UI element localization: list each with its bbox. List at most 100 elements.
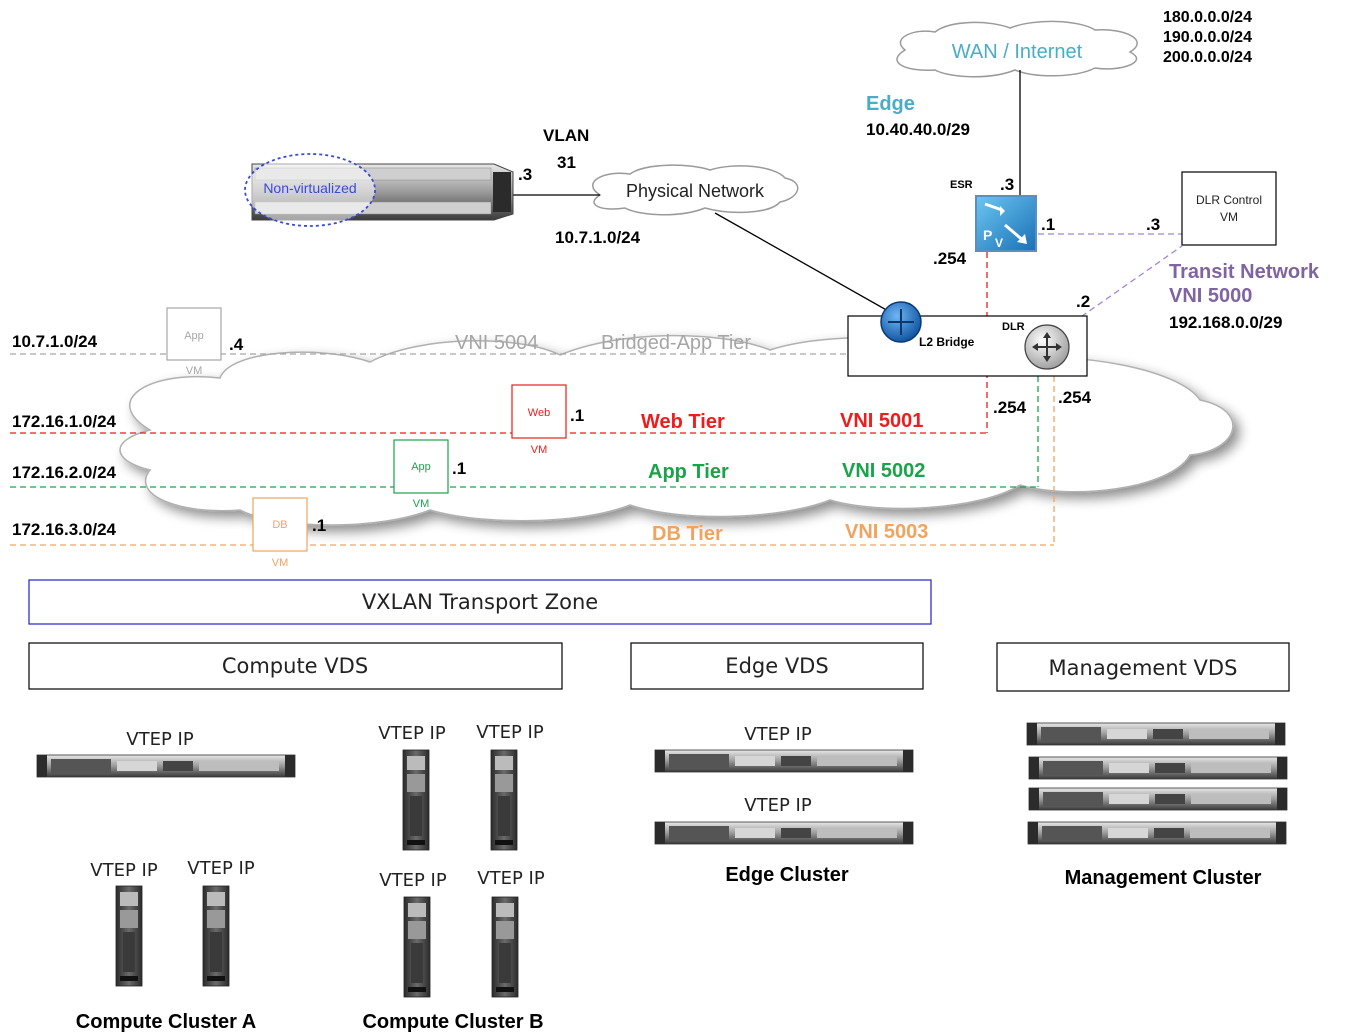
- blade-server: [491, 896, 519, 998]
- segment-bridged-app: 10.7.1.0/24 VNI 5004 Bridged-App Tier Ap…: [12, 307, 751, 377]
- edge-subnet: 10.40.40.0/29: [866, 120, 970, 139]
- dlr-control-vm: DLR Control VM: [1181, 171, 1277, 246]
- vm-ip: .1: [452, 459, 466, 478]
- rack-server: [1028, 787, 1288, 811]
- vm-type: VM: [272, 557, 289, 569]
- vm-type: VM: [531, 444, 548, 456]
- server-label: Non-virtualized: [263, 180, 356, 196]
- server-ip: .3: [518, 165, 532, 184]
- cluster-label-edge: Edge Cluster: [725, 864, 849, 886]
- edge-label: Edge: [866, 93, 915, 115]
- link-transit: [1064, 245, 1183, 329]
- vlan-id: 31: [557, 153, 576, 172]
- vtep-label: VTEP IP: [476, 722, 544, 743]
- segment-subnet: 172.16.1.0/24: [12, 412, 117, 431]
- physical-subnet: 10.7.1.0/24: [555, 228, 641, 247]
- vm-box: [393, 439, 449, 494]
- segment-app: 172.16.2.0/24 App Tier VNI 5002 App VM .…: [12, 439, 925, 510]
- edge-vds-label: Edge VDS: [725, 654, 828, 678]
- compute-vds-label: Compute VDS: [222, 654, 368, 678]
- segment-tier: Bridged-App Tier: [601, 332, 751, 354]
- vtep-label: VTEP IP: [126, 729, 194, 750]
- dlr-box: L2 Bridge DLR: [847, 301, 1088, 377]
- bridge-label: L2 Bridge: [919, 335, 975, 349]
- wan-route: 180.0.0.0/24: [1163, 9, 1252, 26]
- blade-server: [115, 885, 143, 987]
- vtep-label: VTEP IP: [378, 723, 446, 744]
- blade-server: [202, 885, 230, 987]
- rack-server: [1026, 722, 1286, 746]
- rack-server: [1027, 821, 1287, 845]
- transit-label: Transit Network: [1169, 261, 1320, 283]
- vtep-label: VTEP IP: [187, 858, 255, 879]
- dlr-label: DLR: [1002, 321, 1025, 333]
- physical-network-cloud: Physical Network: [592, 164, 799, 216]
- esr-ip-wan: .3: [1000, 175, 1014, 194]
- vlan-label: VLAN: [543, 126, 589, 145]
- blade-server: [403, 896, 431, 998]
- rack-server: [36, 754, 296, 778]
- segment-vni: VNI 5003: [845, 521, 928, 543]
- vtep-label: VTEP IP: [90, 860, 158, 881]
- non-virtualized-server: Non-virtualized: [244, 153, 514, 227]
- vm-box: [252, 497, 308, 552]
- rack-server: [1028, 756, 1288, 780]
- vm-ip: .1: [312, 516, 326, 535]
- vm-box: [511, 384, 567, 439]
- esr-label: ESR: [950, 179, 973, 191]
- segment-tier: Web Tier: [641, 411, 725, 433]
- segment-subnet: 172.16.2.0/24: [12, 463, 117, 482]
- vm-name: DB: [272, 519, 287, 531]
- cluster-label-compute-a: Compute Cluster A: [76, 1011, 256, 1033]
- management-vds: Management VDS: [996, 642, 1290, 692]
- segment-db: 172.16.3.0/24 DB Tier VNI 5003 DB VM .1: [12, 497, 928, 569]
- blade-server: [490, 749, 518, 851]
- rack-server: [654, 749, 914, 773]
- wan-cloud: WAN / Internet: [896, 20, 1138, 78]
- transit-vni: VNI 5000: [1169, 285, 1252, 307]
- edge-vds: Edge VDS: [630, 642, 924, 690]
- blade-server: [402, 749, 430, 851]
- segment-tier: DB Tier: [652, 523, 723, 545]
- vm-name: App: [411, 461, 431, 473]
- esr-router-icon: P V: [975, 195, 1037, 252]
- vtep-label: VTEP IP: [744, 724, 812, 745]
- vm-name: Web: [528, 407, 550, 419]
- physical-network-label: Physical Network: [626, 181, 765, 201]
- segment-tier: App Tier: [648, 461, 729, 483]
- segment-vni: VNI 5002: [842, 460, 925, 482]
- dlr-ip-app: .254: [1058, 388, 1092, 407]
- vm-type: VM: [186, 365, 203, 377]
- dlr-ip-web: .254: [993, 398, 1027, 417]
- wan-route: 200.0.0.0/24: [1163, 49, 1252, 66]
- cluster-label-compute-b: Compute Cluster B: [362, 1011, 543, 1033]
- segment-vni: VNI 5001: [840, 410, 923, 432]
- vtep-label: VTEP IP: [477, 868, 545, 889]
- management-vds-label: Management VDS: [1049, 656, 1238, 680]
- wan-routes: 180.0.0.0/24 190.0.0.0/24 200.0.0.0/24: [1163, 9, 1252, 66]
- vm-ip: .4: [229, 335, 244, 354]
- dlr-control-label: VM: [1220, 210, 1238, 224]
- transit-dlr-ip: .2: [1076, 292, 1090, 311]
- svg-text:V: V: [995, 236, 1003, 250]
- compute-vds: Compute VDS: [28, 642, 563, 690]
- transport-zone-label: VXLAN Transport Zone: [362, 590, 598, 614]
- cluster-label-management: Management Cluster: [1065, 867, 1262, 889]
- rack-server: [654, 821, 914, 845]
- vm-box: [166, 307, 222, 361]
- svg-text:P: P: [983, 227, 992, 243]
- vm-name: App: [184, 330, 204, 342]
- segment-vni: VNI 5004: [455, 332, 538, 354]
- segment-web: 172.16.1.0/24 Web Tier VNI 5001 Web VM .…: [12, 384, 923, 456]
- segment-subnet: 172.16.3.0/24: [12, 520, 117, 539]
- vm-type: VM: [413, 498, 430, 510]
- esr-ip-transit: .1: [1041, 215, 1055, 234]
- dlr-control-label: DLR Control: [1196, 193, 1262, 207]
- esr-ip-web: .254: [933, 249, 967, 268]
- vxlan-transport-zone: VXLAN Transport Zone: [28, 579, 932, 625]
- vtep-label: VTEP IP: [744, 795, 812, 816]
- wan-label: WAN / Internet: [952, 41, 1083, 63]
- segment-subnet: 10.7.1.0/24: [12, 332, 98, 351]
- vm-ip: .1: [570, 406, 584, 425]
